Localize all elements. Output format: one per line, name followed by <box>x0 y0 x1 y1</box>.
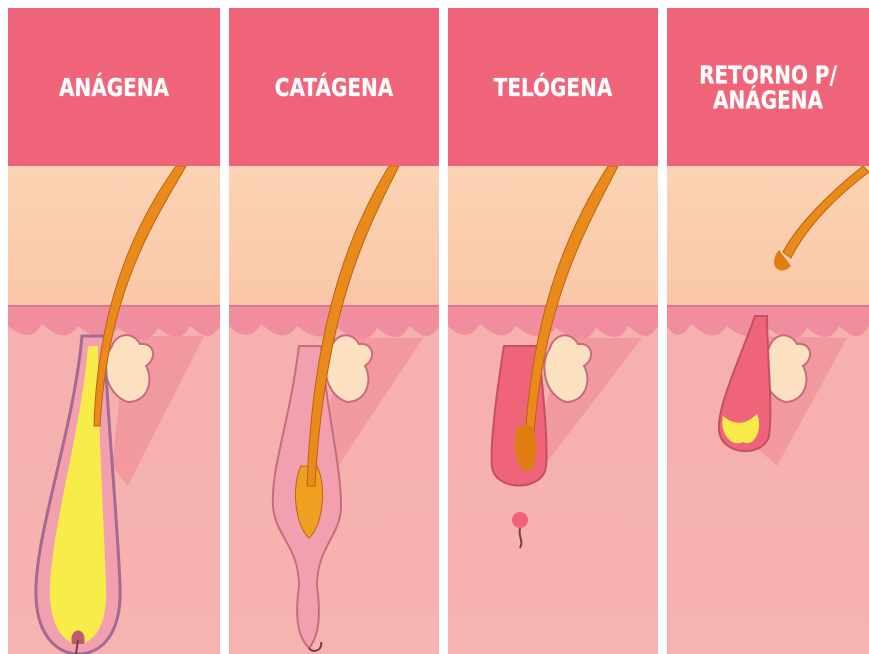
return-to-anagen-illustration <box>667 166 869 654</box>
stage-header: ANÁGENA <box>8 8 220 166</box>
stage-label: TELÓGENA <box>494 75 613 100</box>
panel-catagena: CATÁGENA <box>229 8 439 654</box>
panel-anagena: ANÁGENA <box>8 8 220 654</box>
anagen-phase-illustration <box>8 166 220 654</box>
panel-retorno: RETORNO P/ ANÁGENA <box>667 8 869 654</box>
stage-label: ANÁGENA <box>59 75 169 100</box>
stage-header: RETORNO P/ ANÁGENA <box>667 8 869 166</box>
stage-label: CATÁGENA <box>275 75 393 100</box>
stage-header: TELÓGENA <box>448 8 658 166</box>
catagen-phase-illustration <box>229 166 439 654</box>
telogen-phase-illustration <box>448 166 658 654</box>
stage-header: CATÁGENA <box>229 8 439 166</box>
panel-telogena: TELÓGENA <box>448 8 658 654</box>
stage-label: RETORNO P/ ANÁGENA <box>699 62 837 112</box>
